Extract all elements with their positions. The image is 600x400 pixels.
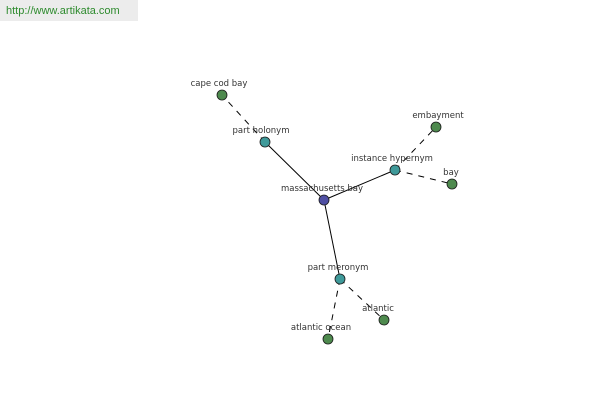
nodes-layer	[216, 89, 458, 345]
node-capecod[interactable]	[216, 89, 228, 101]
node-bay[interactable]	[446, 178, 458, 190]
edge-meronym-atlantic	[339, 278, 385, 321]
node-label-bay[interactable]: bay	[443, 168, 459, 178]
edge-hypernym-bay	[394, 169, 453, 185]
node-atlantic[interactable]	[378, 314, 390, 326]
source-url-text[interactable]: http://www.artikata.com	[6, 5, 120, 17]
node-label-meronym[interactable]: part meronym	[308, 263, 369, 273]
edge-holonym-capecod	[221, 94, 266, 143]
edge-meronym-atlanticocean	[327, 278, 341, 340]
edge-center-meronym	[323, 199, 341, 280]
node-meronym[interactable]	[334, 273, 346, 285]
labels-layer: massachusetts bay part holonym instance hy…	[191, 79, 465, 333]
edge-center-hypernym	[323, 169, 396, 201]
node-label-holonym[interactable]: part holonym	[233, 126, 290, 136]
node-label-atlanticocean[interactable]: atlantic ocean	[291, 323, 351, 333]
node-holonym[interactable]	[259, 136, 271, 148]
node-label-atlantic[interactable]: atlantic	[362, 304, 394, 314]
node-embayment[interactable]	[430, 121, 442, 133]
edges-layer	[221, 94, 453, 340]
node-label-capecod[interactable]: cape cod bay	[191, 79, 248, 89]
node-center[interactable]	[318, 194, 330, 206]
node-label-embayment[interactable]: embayment	[412, 111, 464, 121]
node-label-hypernym[interactable]: instance hypernym	[351, 154, 433, 164]
node-hypernym[interactable]	[389, 164, 401, 176]
node-label-center[interactable]: massachusetts bay	[281, 184, 363, 194]
edge-center-holonym	[264, 141, 325, 201]
edge-hypernym-embayment	[394, 126, 437, 171]
node-atlanticocean[interactable]	[322, 333, 334, 345]
source-url-box: http://www.artikata.com	[0, 0, 138, 21]
